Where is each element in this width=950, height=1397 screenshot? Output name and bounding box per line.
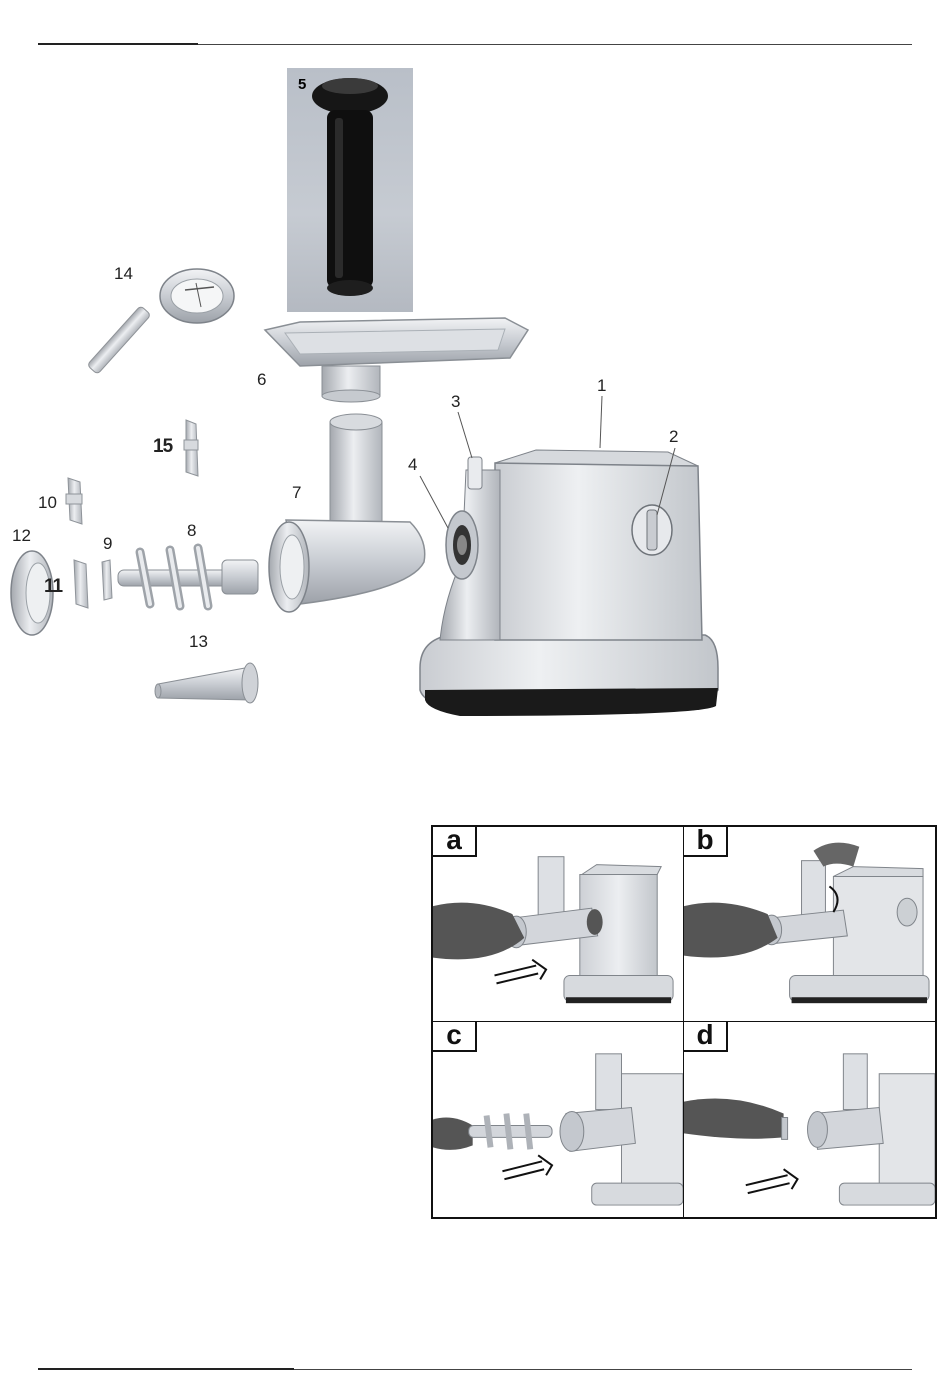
bottom-rule (38, 1369, 912, 1370)
part-14-plate-with-handle (87, 269, 234, 374)
step-c-letter: c (433, 1022, 477, 1052)
label-11: 11 (44, 576, 64, 597)
label-12: 12 (12, 526, 31, 545)
part-9-cross-blade (102, 560, 112, 600)
part-10-blade (66, 478, 82, 524)
part-5-pusher-photo: 5 (287, 68, 413, 312)
part-11-blade (74, 560, 88, 608)
step-d: d (684, 1022, 935, 1217)
part-7-mincing-head (269, 414, 425, 612)
pusher-icon (287, 68, 413, 312)
label-14: 14 (114, 264, 133, 283)
label-9: 9 (103, 534, 112, 553)
part-8-worm-screw (118, 548, 258, 606)
top-rule (38, 44, 912, 45)
label-5: 5 (298, 76, 306, 93)
step-d-letter: d (684, 1022, 728, 1052)
label-3: 3 (451, 392, 460, 411)
assembly-steps-panel: a b (431, 825, 937, 1219)
step-a-letter: a (433, 827, 477, 857)
step-b-letter: b (684, 827, 728, 857)
label-8: 8 (187, 521, 196, 540)
step-b: b (684, 827, 935, 1022)
label-10: 10 (38, 493, 57, 512)
label-7: 7 (292, 483, 301, 502)
label-6: 6 (257, 370, 266, 389)
label-2: 2 (669, 427, 678, 446)
step-a: a (433, 827, 684, 1022)
motor-body (420, 450, 718, 716)
part-15-cutting-blade (184, 420, 198, 476)
label-4: 4 (408, 455, 417, 474)
part-6-tray (265, 318, 528, 402)
label-13: 13 (189, 632, 208, 651)
step-c: c (433, 1022, 684, 1217)
part-13-sausage-funnel (155, 663, 258, 703)
label-15: 15 (153, 436, 174, 457)
label-1: 1 (597, 376, 606, 395)
